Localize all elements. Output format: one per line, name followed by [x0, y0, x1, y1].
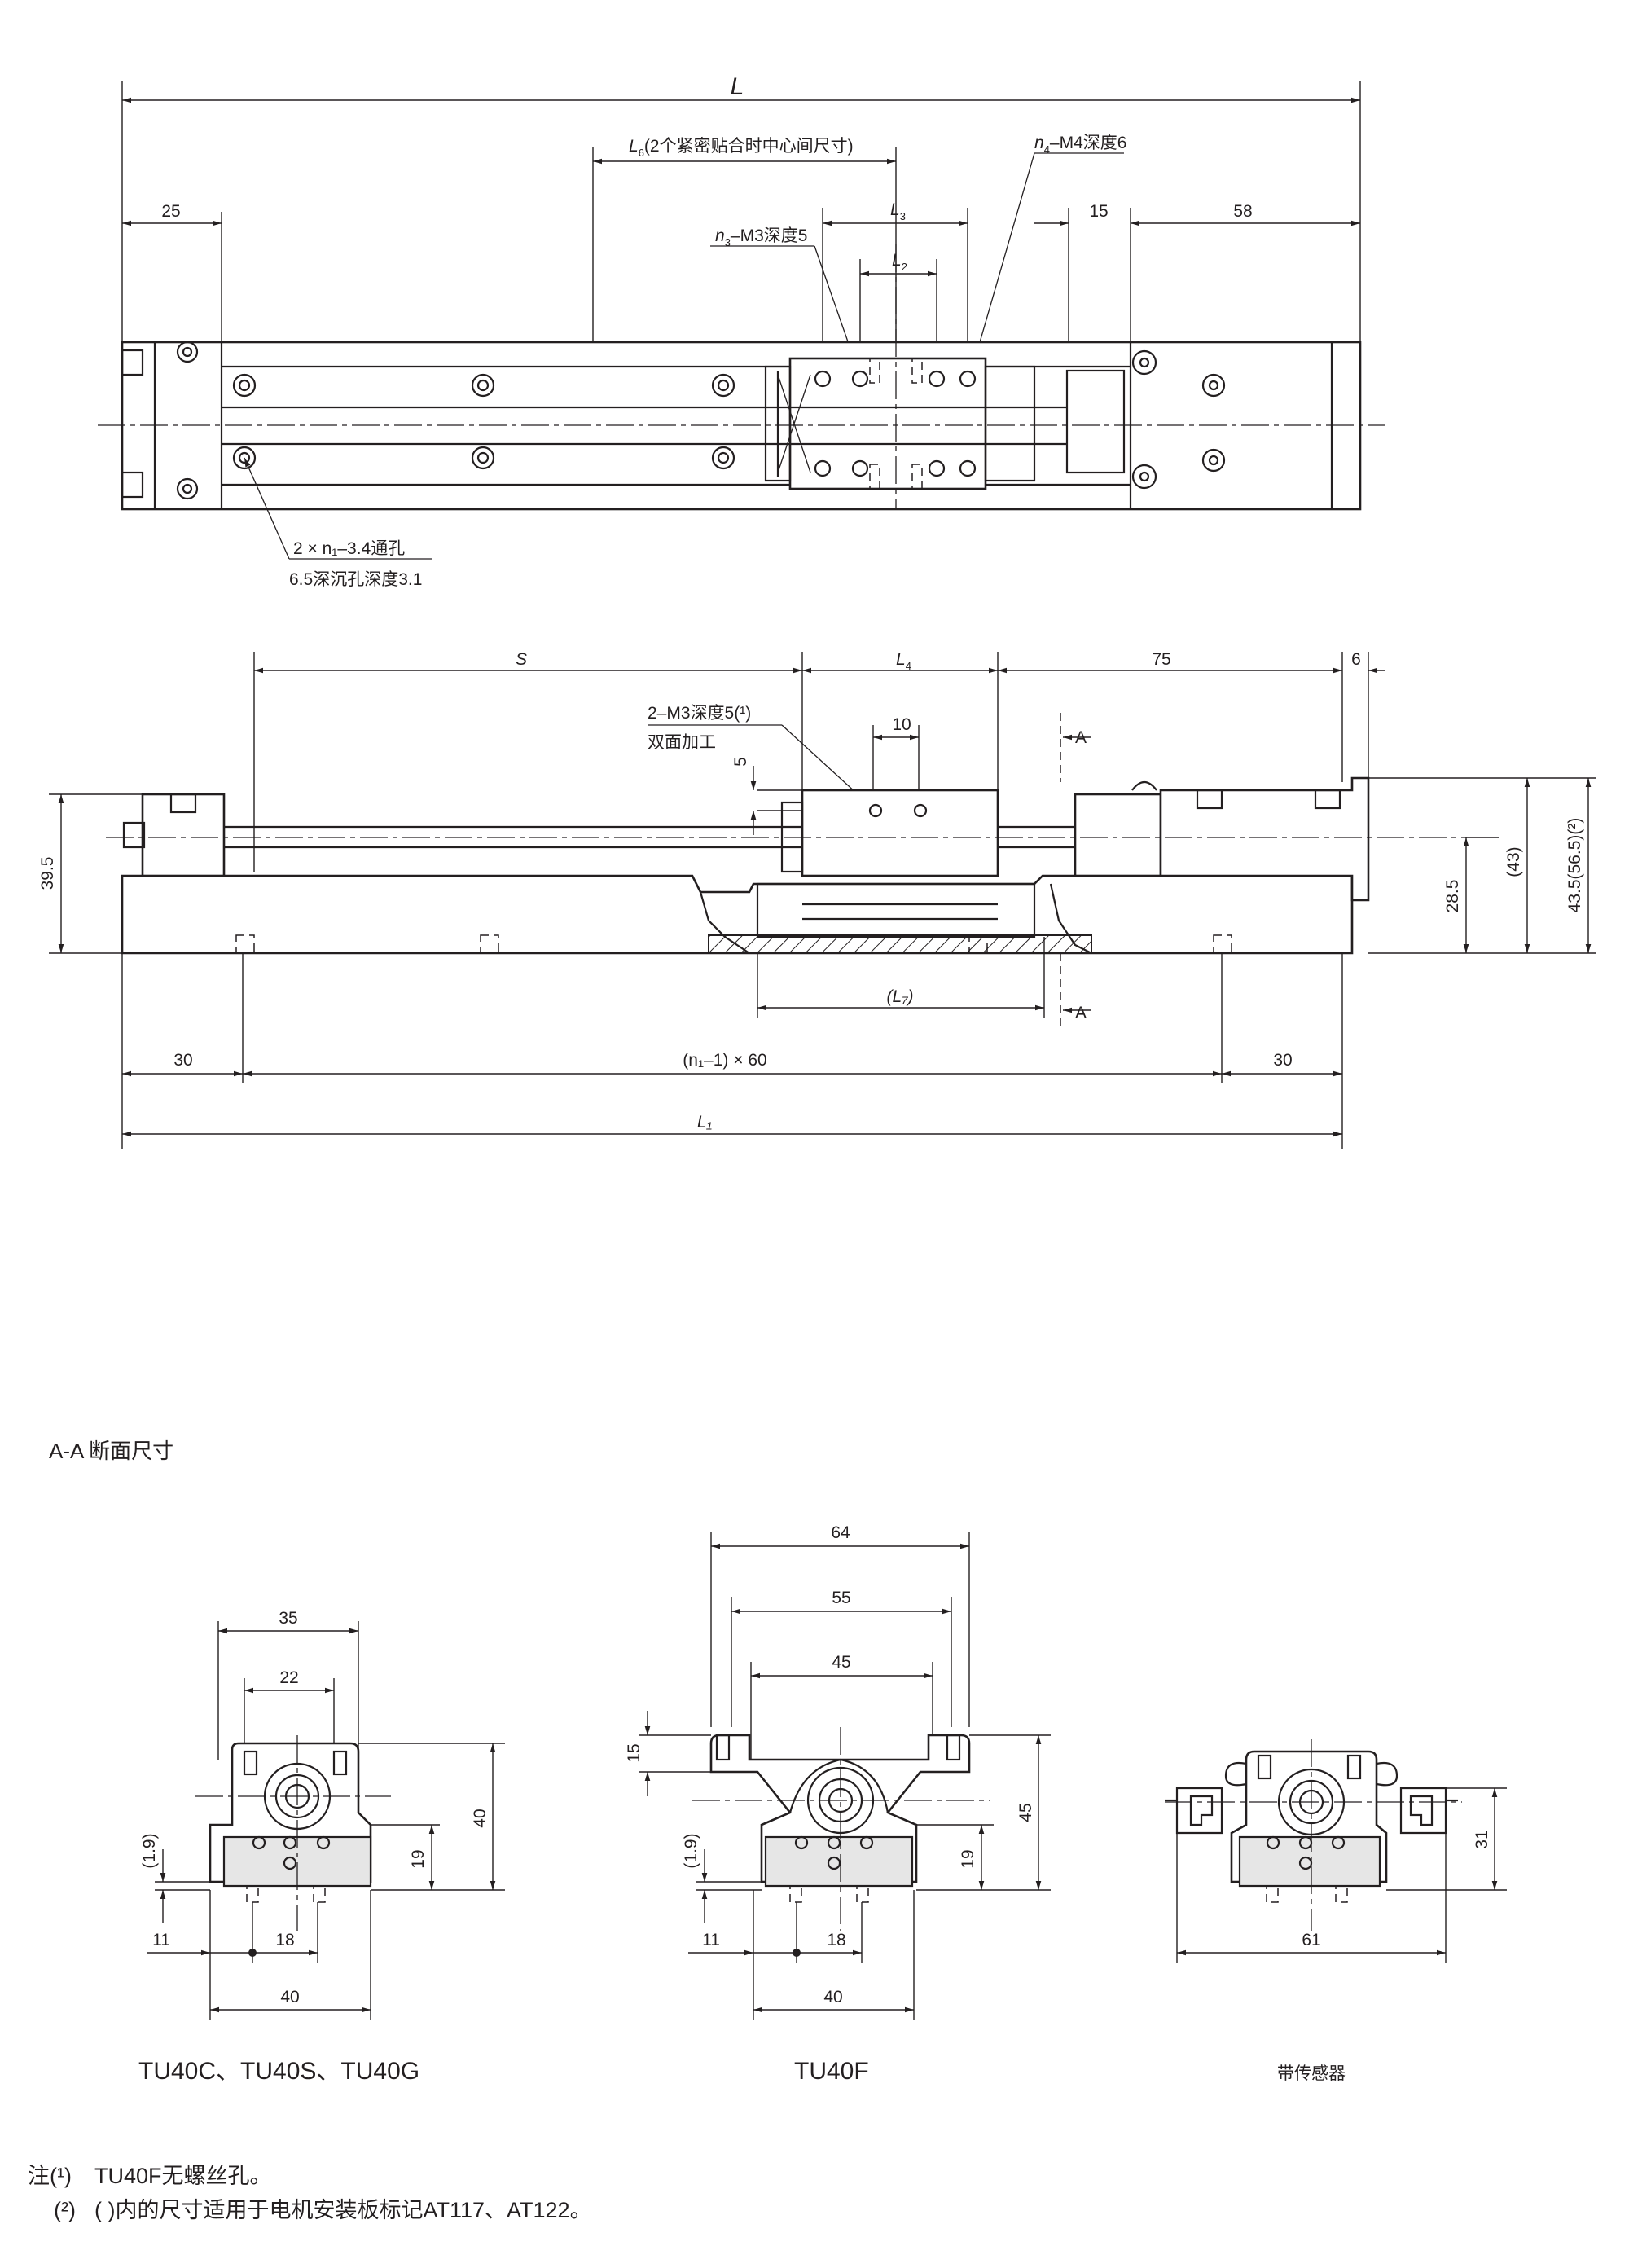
- dim-L3: L: [890, 200, 900, 219]
- section-view-standard: 35 22 40 19 (1.9): [138, 1609, 505, 2085]
- dim-L6-note: (2个紧密贴合时中心间尺寸): [644, 137, 854, 156]
- note-1-text: TU40F无螺丝孔。: [94, 2164, 272, 2188]
- dim-39-5: 39.5: [38, 857, 57, 890]
- dim-L6: L: [629, 137, 639, 156]
- callout-m3-line2: 双面加工: [648, 733, 716, 752]
- v1-height: 40: [471, 1809, 490, 1827]
- v1-rail-height: 19: [409, 1849, 428, 1868]
- v3-height: 31: [1473, 1830, 1491, 1848]
- dim-58: 58: [1233, 202, 1252, 221]
- v2-mid-width: 55: [832, 1589, 850, 1607]
- hatched-section: [708, 934, 1092, 954]
- side-carriage: [801, 789, 999, 877]
- callout-n3-sub: 3: [725, 236, 731, 248]
- dim-L3-sub: 3: [900, 210, 906, 222]
- top-view: L L6(2个紧密贴合时中心间尺寸) 25 L3 L2 15 58 n4–M4: [98, 73, 1385, 589]
- v1-offset: 11: [152, 1931, 170, 1949]
- dim-6: 6: [1351, 650, 1361, 669]
- svg-text:L3: L3: [890, 200, 906, 222]
- v2-hole-pitch: 18: [827, 1931, 845, 1949]
- v3-width: 61: [1302, 1931, 1320, 1949]
- svg-text:L2: L2: [892, 251, 907, 273]
- v1-inner-width: 22: [279, 1668, 298, 1687]
- dim-75: 75: [1152, 650, 1170, 669]
- dim-15: 15: [1089, 202, 1108, 221]
- svg-text:n3–M3深度5: n3–M3深度5: [715, 226, 807, 248]
- dim-L4-sub: 4: [906, 660, 911, 672]
- dim-30-left: 30: [173, 1051, 192, 1070]
- section-view-flange: 64 55 45 15 45 19: [625, 1523, 1051, 2085]
- dim-L1: L₁: [697, 1113, 713, 1132]
- dim-L: L: [731, 73, 744, 100]
- note-2: (²) ( )内的尺寸适用于电机安装板标记AT117、AT122。: [28, 2193, 592, 2227]
- note-1: 注(¹) TU40F无螺丝孔。: [28, 2159, 592, 2193]
- section-mark-bottom: A: [1075, 1004, 1087, 1022]
- v1-caption: TU40C、TU40S、TU40G: [138, 2058, 419, 2085]
- callout-n4-sub: 4: [1044, 143, 1050, 156]
- svg-text:L6(2个紧密贴合时中心间尺寸): L6(2个紧密贴合时中心间尺寸): [629, 137, 854, 159]
- dim-10: 10: [892, 715, 911, 734]
- rail-holes: [176, 341, 735, 500]
- end-holes: [1131, 349, 1226, 490]
- callout-n4-text: –M4深度6: [1050, 134, 1127, 152]
- svg-text:L4: L4: [896, 650, 911, 672]
- dim-L7: (L₇): [886, 987, 913, 1006]
- carriage-holes: [814, 358, 977, 490]
- dim-43: (43): [1504, 846, 1523, 877]
- v1-base-width: 40: [280, 1988, 299, 2006]
- v2-flange: 15: [625, 1743, 643, 1762]
- top-carriage: [788, 357, 987, 490]
- callout-m3-line1: 2–M3深度5(¹): [648, 704, 751, 723]
- v2-outer-width: 64: [831, 1523, 850, 1542]
- dim-5: 5: [731, 757, 750, 767]
- note-2-text: ( )内的尺寸适用于电机安装板标记AT117、AT122。: [94, 2198, 592, 2222]
- dim-43-5: 43.5(56.5)(²): [1565, 818, 1584, 913]
- notes: 注(¹) TU40F无螺丝孔。 (²) ( )内的尺寸适用于电机安装板标记AT117…: [28, 2159, 592, 2227]
- v2-gap: (1.9): [682, 1833, 700, 1868]
- dim-L4: L: [896, 650, 906, 669]
- dim-S: S: [516, 650, 527, 669]
- v2-caption: TU40F: [794, 2058, 869, 2085]
- dim-L2-sub: 2: [902, 261, 907, 273]
- dim-L2: L: [892, 251, 902, 270]
- v2-height: 45: [1016, 1803, 1035, 1822]
- dim-pitch: (n₁–1) × 60: [683, 1051, 766, 1070]
- dim-L6-sub: 6: [639, 147, 644, 159]
- v1-gap: (1.9): [140, 1833, 159, 1868]
- callout-n3-text: –M3深度5: [731, 226, 808, 245]
- svg-text:n4–M4深度6: n4–M4深度6: [1034, 134, 1126, 156]
- section-view-sensor: 31 61 带传感器: [1165, 1739, 1507, 2083]
- v2-offset: 11: [702, 1931, 720, 1949]
- dim-30-right: 30: [1273, 1051, 1292, 1070]
- side-view: S L4 75 6 10 2–M3深度5(¹) 双面加工 5 A: [38, 650, 1596, 1149]
- callout-n3: n: [715, 226, 725, 245]
- v2-inner-width: 45: [832, 1653, 850, 1672]
- dim-25: 25: [161, 202, 180, 221]
- callout-holes-line1: 2 × n₁–3.4通孔: [293, 539, 405, 558]
- v1-top-width: 35: [279, 1609, 297, 1628]
- v2-base-width: 40: [823, 1988, 842, 2006]
- callout-holes-line2: 6.5深沉孔深度3.1: [289, 570, 422, 589]
- section-title: A-A 断面尺寸: [49, 1439, 173, 1463]
- note-1-mark: 注(¹): [28, 2164, 72, 2188]
- v3-caption: 带传感器: [1277, 2064, 1346, 2083]
- v1-hole-pitch: 18: [275, 1931, 294, 1949]
- note-2-mark: (²): [54, 2198, 76, 2222]
- dim-28-5: 28.5: [1443, 880, 1462, 913]
- callout-n4: n: [1034, 134, 1044, 152]
- v2-rail-height: 19: [959, 1849, 977, 1868]
- section-mark-top: A: [1075, 728, 1087, 747]
